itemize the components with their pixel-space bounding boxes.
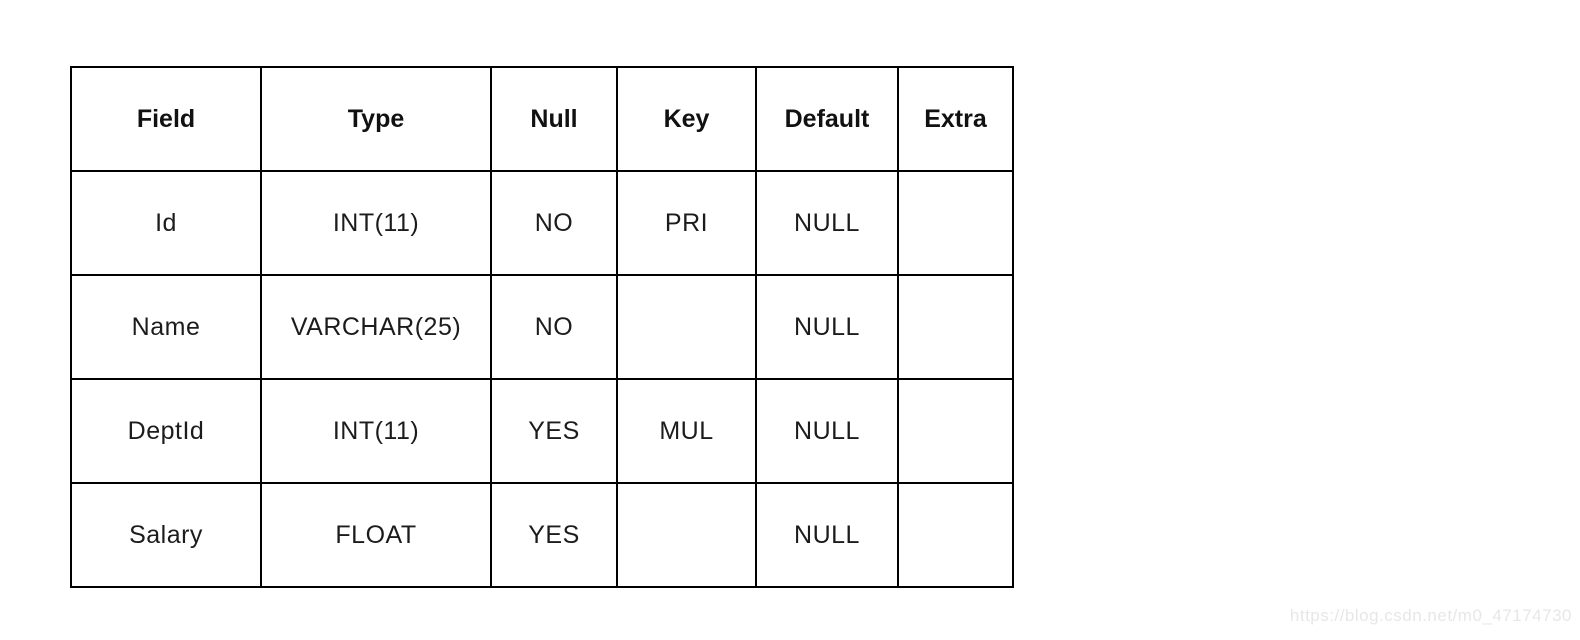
cell-key: PRI xyxy=(616,170,757,276)
cell-null: YES xyxy=(490,378,618,484)
cell-default: NULL xyxy=(755,170,899,276)
cell-key xyxy=(616,482,757,588)
table-row: Name VARCHAR(25) NO NULL xyxy=(70,274,1014,380)
cell-type: VARCHAR(25) xyxy=(260,274,492,380)
cell-extra xyxy=(897,274,1014,380)
cell-field: Salary xyxy=(70,482,262,588)
cell-type: FLOAT xyxy=(260,482,492,588)
column-header-default: Default xyxy=(755,66,899,172)
table-row: DeptId INT(11) YES MUL NULL xyxy=(70,378,1014,484)
table-row: Id INT(11) NO PRI NULL xyxy=(70,170,1014,276)
cell-field: Name xyxy=(70,274,262,380)
table-header-row: Field Type Null Key Default Extra xyxy=(70,66,1014,172)
column-header-null: Null xyxy=(490,66,618,172)
column-header-type: Type xyxy=(260,66,492,172)
column-header-key: Key xyxy=(616,66,757,172)
cell-default: NULL xyxy=(755,274,899,380)
cell-null: YES xyxy=(490,482,618,588)
cell-field: DeptId xyxy=(70,378,262,484)
cell-null: NO xyxy=(490,274,618,380)
table-row: Salary FLOAT YES NULL xyxy=(70,482,1014,588)
cell-type: INT(11) xyxy=(260,378,492,484)
cell-field: Id xyxy=(70,170,262,276)
cell-key: MUL xyxy=(616,378,757,484)
cell-extra xyxy=(897,378,1014,484)
csdn-watermark: https://blog.csdn.net/m0_47174730 xyxy=(1289,606,1572,625)
column-header-extra: Extra xyxy=(897,66,1014,172)
cell-default: NULL xyxy=(755,378,899,484)
cell-key xyxy=(616,274,757,380)
cell-extra xyxy=(897,170,1014,276)
schema-table: Field Type Null Key Default Extra Id INT… xyxy=(70,66,1014,588)
cell-type: INT(11) xyxy=(260,170,492,276)
cell-null: NO xyxy=(490,170,618,276)
cell-default: NULL xyxy=(755,482,899,588)
column-header-field: Field xyxy=(70,66,262,172)
cell-extra xyxy=(897,482,1014,588)
